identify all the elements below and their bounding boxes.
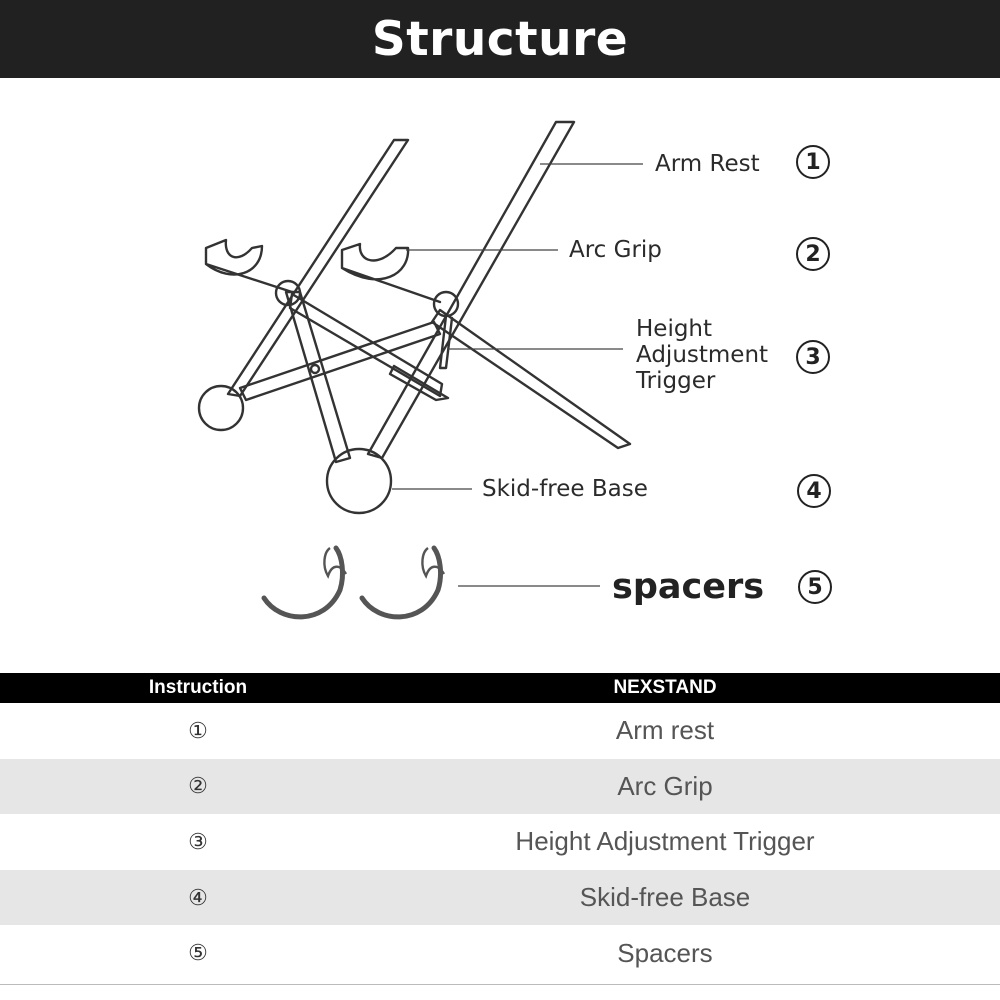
rear-leg bbox=[430, 308, 632, 450]
structure-diagram: Arm Rest 1 Arc Grip 2 Height Adjustment … bbox=[0, 78, 1000, 673]
table-row: ① Arm rest bbox=[0, 703, 1000, 759]
callout-label-skid-free-base: Skid-free Base bbox=[482, 476, 648, 502]
row-mark: ② bbox=[188, 773, 208, 799]
bottom-divider bbox=[0, 984, 1000, 985]
header-banner: Structure bbox=[0, 0, 1000, 78]
row-mark: ⑤ bbox=[188, 940, 208, 966]
front-foot bbox=[325, 447, 393, 515]
header-instruction: Instruction bbox=[148, 677, 248, 698]
row-name: Arm rest bbox=[615, 715, 715, 746]
row-name: Skid-free Base bbox=[579, 882, 751, 913]
callout-number-2: 2 bbox=[796, 237, 830, 271]
table-row: ④ Skid-free Base bbox=[0, 869, 1000, 926]
table-header: Instruction NEXSTAND bbox=[0, 673, 1000, 703]
center-strut bbox=[284, 290, 352, 464]
callout-number-3: 3 bbox=[796, 340, 830, 374]
trigger bbox=[438, 314, 454, 370]
table-row: ③ Height Adjustment Trigger bbox=[0, 814, 1000, 870]
spacer-left bbox=[261, 545, 346, 620]
callout-number-1: 1 bbox=[796, 145, 830, 179]
callout-label-arm-rest: Arm Rest bbox=[655, 151, 760, 177]
cross-bar bbox=[238, 320, 442, 402]
table-row: ② Arc Grip bbox=[0, 758, 1000, 815]
left-hinge bbox=[274, 279, 302, 307]
parts-table: Instruction NEXSTAND ① Arm rest ② Arc Gr… bbox=[0, 673, 1000, 981]
row-name: Spacers bbox=[617, 937, 713, 968]
row-name: Arc Grip bbox=[617, 770, 713, 801]
back-leg bbox=[288, 292, 444, 398]
lower-wedge bbox=[388, 364, 450, 402]
mid-pivot bbox=[309, 363, 321, 375]
row-mark: ④ bbox=[188, 884, 208, 910]
stand-illustration bbox=[197, 120, 643, 620]
right-arm-rest bbox=[366, 120, 576, 460]
page-title: Structure bbox=[371, 11, 629, 67]
row-mark: ③ bbox=[188, 828, 208, 854]
row-mark: ① bbox=[188, 717, 208, 743]
right-hinge bbox=[432, 290, 460, 318]
row-name: Height Adjustment Trigger bbox=[515, 826, 815, 857]
callout-label-arc-grip: Arc Grip bbox=[569, 237, 662, 263]
callout-label-height-trigger: Height Adjustment Trigger bbox=[636, 316, 769, 394]
spacer-right bbox=[359, 545, 444, 620]
left-arm-rest bbox=[226, 138, 410, 398]
table-row: ⑤ Spacers bbox=[0, 925, 1000, 981]
callout-label-spacers: spacers bbox=[612, 567, 765, 607]
callout-number-5: 5 bbox=[798, 570, 832, 604]
right-arc-grip bbox=[340, 242, 442, 304]
header-product: NEXSTAND bbox=[613, 677, 717, 698]
left-foot bbox=[197, 384, 245, 432]
callout-number-4: 4 bbox=[797, 474, 831, 508]
